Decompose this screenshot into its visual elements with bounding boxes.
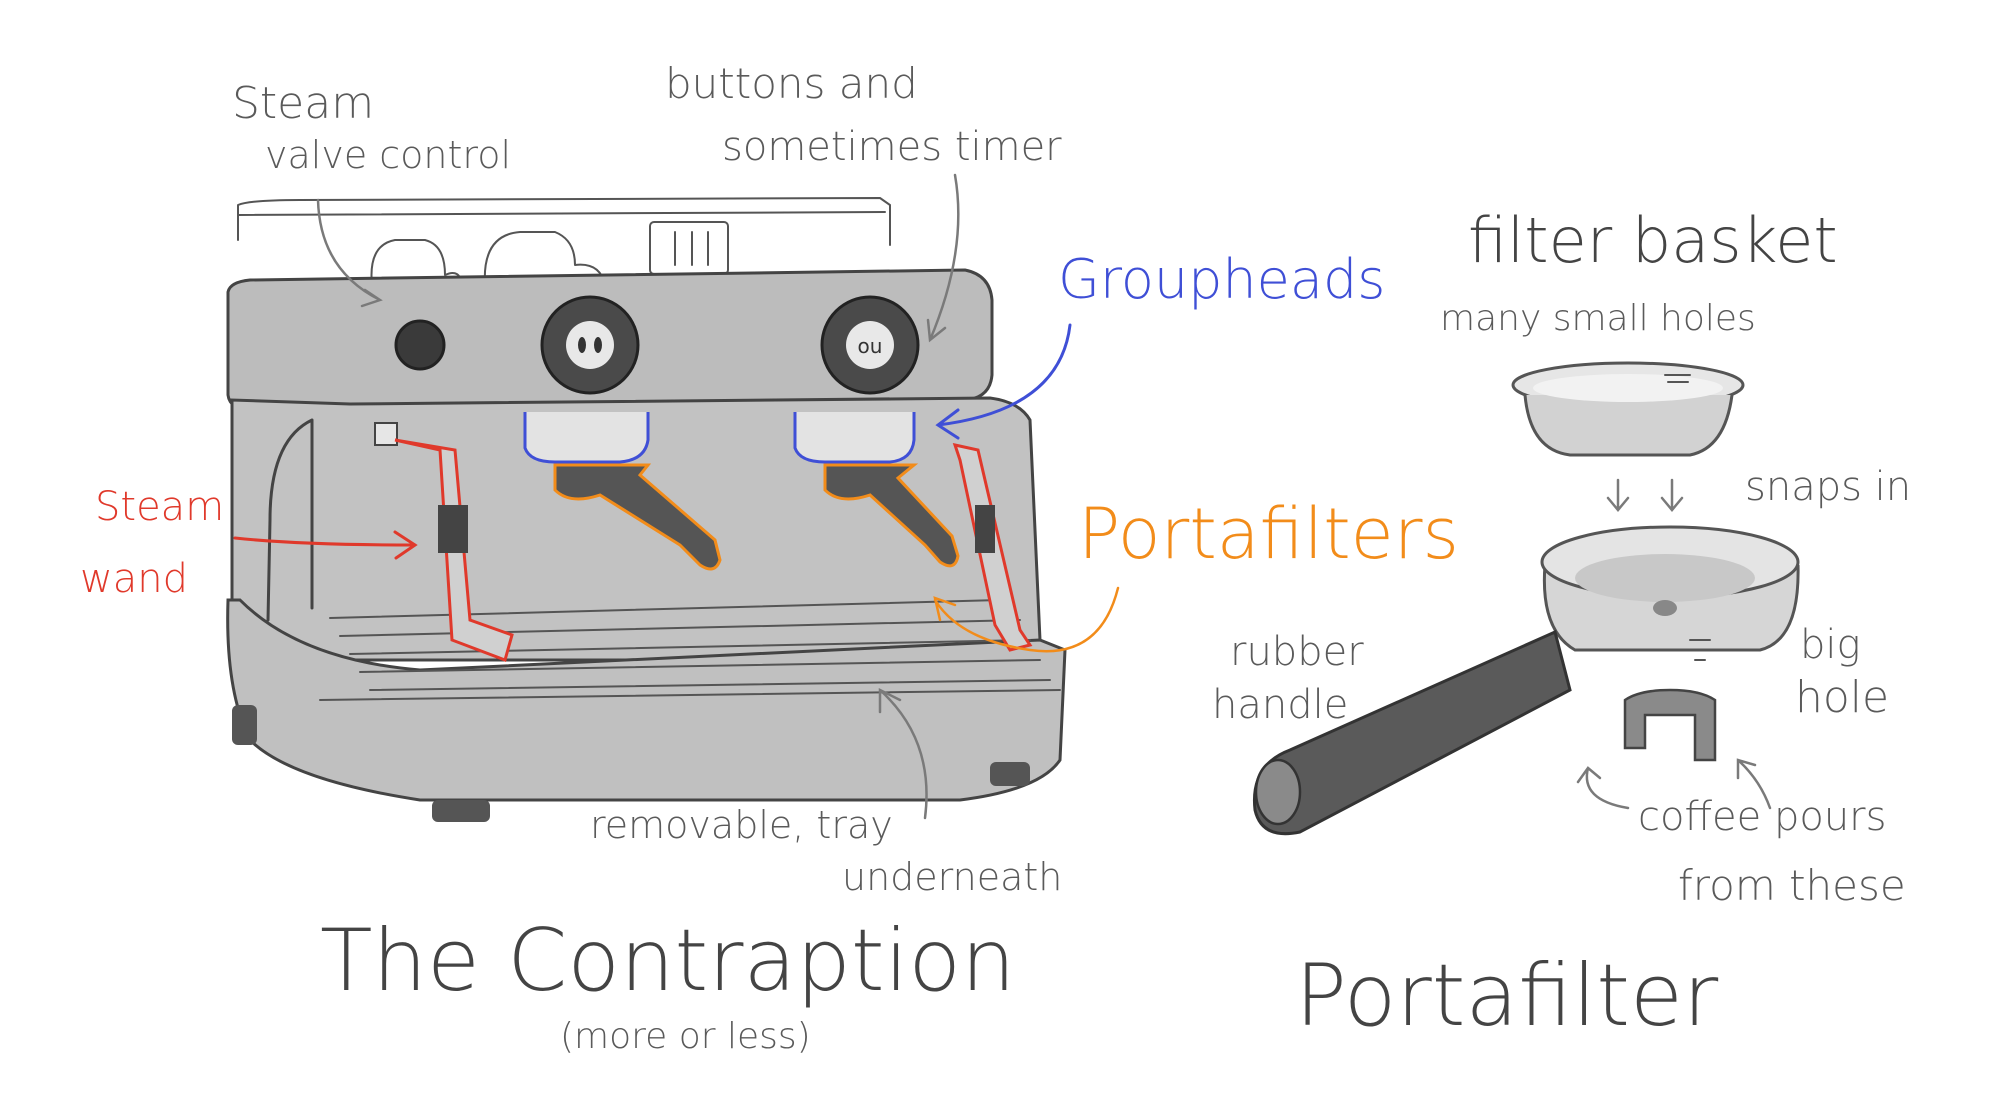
snaps-in-arrow-left [1606, 478, 1630, 512]
portafilters-arrow [933, 586, 1120, 653]
buttons-arrow [926, 173, 960, 343]
espresso-machine: ou [226, 197, 1067, 822]
groupheads-label: Groupheads [1058, 248, 1385, 311]
tray-label-line1: removable, tray [590, 803, 893, 847]
portafilter-right [823, 463, 960, 568]
contraption-subtitle: (more or less) [560, 1016, 811, 1057]
snaps-in-arrow-right [1660, 478, 1684, 512]
steam-wand-arrow [233, 530, 418, 560]
grouphead-left [523, 412, 650, 464]
buttons-label-line1: buttons and [665, 59, 918, 108]
portafilter-body [1252, 525, 1800, 836]
grouphead-dial-right-face [846, 321, 894, 369]
buttons-label-line2: sometimes timer [722, 124, 1062, 170]
coffee-pours-label-line1: coffee pours [1638, 794, 1886, 840]
portafilter-left [553, 463, 722, 571]
cup-rack [237, 197, 891, 246]
steam-valve-knob [394, 319, 446, 371]
contraption-title: The Contraption [320, 911, 1016, 1011]
groupheads-arrow [935, 323, 1072, 440]
steam-wand-label-line2: wand [80, 556, 188, 602]
glass-ridges [674, 231, 709, 266]
grouphead-right [793, 412, 916, 464]
foot-front-right [990, 762, 1030, 786]
tray-label-line2: underneath [842, 855, 1062, 899]
svg-text:ou: ou [858, 334, 883, 358]
coffee-arrow-right [1736, 758, 1772, 810]
filter-basket-label: filter basket [1468, 204, 1838, 277]
steam-wand-right-grip [975, 505, 995, 553]
steam-wand-mount-left [374, 422, 398, 446]
steam-wand-left-grip [438, 505, 468, 553]
cup-left [370, 239, 463, 286]
portafilter-title: Portafilter [1295, 946, 1719, 1046]
rubber-handle [1252, 629, 1572, 836]
portafilter-spouts [1623, 688, 1717, 762]
portafilters-label: Portafilters [1078, 493, 1459, 575]
steam-valve-arrow [316, 198, 383, 308]
cup-glass [649, 221, 729, 275]
foot-front-left [432, 800, 490, 822]
cup-middle [483, 231, 606, 286]
snaps-in-label: snaps in [1745, 464, 1911, 510]
rubber-label-line2: handle [1212, 682, 1348, 728]
steam-valve-label-line2: valve control [265, 133, 511, 177]
rubber-label-line1: rubber [1230, 629, 1364, 675]
drip-tray-grate [319, 599, 1061, 701]
foot-back-left [232, 705, 257, 745]
steam-wand-label-line1: Steam [95, 484, 224, 530]
coffee-arrow-left [1576, 766, 1630, 810]
big-hole-label-line2: hole [1795, 672, 1889, 723]
tray-arrow [878, 687, 928, 820]
steam-valve-label-line1: Steam [232, 78, 374, 129]
many-small-holes-label: many small holes [1440, 298, 1756, 339]
machine-side-shell [266, 418, 314, 622]
coffee-pours-label-line2: from these [1678, 861, 1906, 910]
filter-basket [1511, 361, 1745, 457]
grouphead-dial-left-face [566, 321, 614, 369]
big-hole-label-line1: big [1800, 622, 1861, 668]
